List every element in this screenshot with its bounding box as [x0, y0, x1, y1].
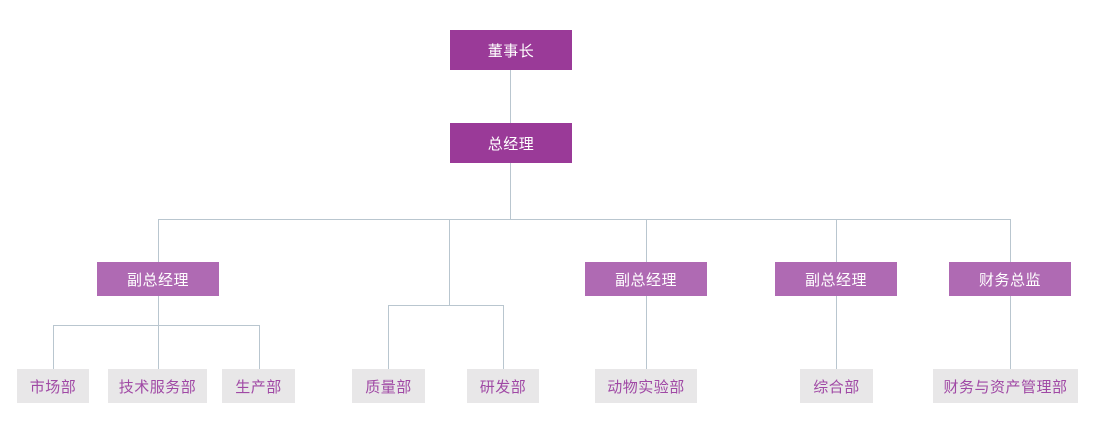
connector-gm-stem-line — [510, 163, 511, 219]
org-node-finance-asset-dept: 财务与资产管理部 — [933, 369, 1078, 403]
connector-drop-finance-director-line — [1010, 219, 1011, 262]
connector-deputy-gm-1-stem-line — [158, 296, 159, 369]
org-node-deputy-gm-3: 副总经理 — [775, 262, 897, 296]
connector-chairman-to-gm-line — [510, 70, 511, 123]
connector-drop-research-dept-line — [503, 305, 504, 369]
org-node-production-dept: 生产部 — [222, 369, 295, 403]
org-node-quality-dept: 质量部 — [352, 369, 425, 403]
connector-drop-production-dept-line — [259, 325, 260, 369]
connector-drop-deputy-gm-1-line — [158, 219, 159, 262]
connector-quality-research-bus-line — [388, 305, 503, 306]
org-node-technical-service-dept: 技术服务部 — [108, 369, 207, 403]
connector-deputy-gm-1-children-bus-line — [53, 325, 259, 326]
org-node-deputy-gm-2: 副总经理 — [585, 262, 707, 296]
connector-drop-deputy-gm-3-line — [836, 219, 837, 262]
connector-deputy-gm-3-to-general-affairs-line — [836, 296, 837, 369]
org-node-chairman: 董事长 — [450, 30, 572, 70]
org-node-finance-director: 财务总监 — [949, 262, 1071, 296]
connector-level3-bus-line — [158, 219, 1010, 220]
connector-mid-branch-stem-line — [449, 219, 450, 305]
org-node-marketing-dept: 市场部 — [17, 369, 89, 403]
connector-drop-quality-dept-line — [388, 305, 389, 369]
org-node-general-manager: 总经理 — [450, 123, 572, 163]
connector-deputy-gm-2-to-animal-lab-line — [646, 296, 647, 369]
org-node-animal-lab-dept: 动物实验部 — [595, 369, 697, 403]
org-node-deputy-gm-1: 副总经理 — [97, 262, 219, 296]
org-node-general-affairs-dept: 综合部 — [800, 369, 873, 403]
connector-drop-deputy-gm-2-line — [646, 219, 647, 262]
connector-drop-marketing-dept-line — [53, 325, 54, 369]
org-node-research-dept: 研发部 — [467, 369, 539, 403]
connector-finance-director-to-finance-asset-line — [1010, 296, 1011, 369]
